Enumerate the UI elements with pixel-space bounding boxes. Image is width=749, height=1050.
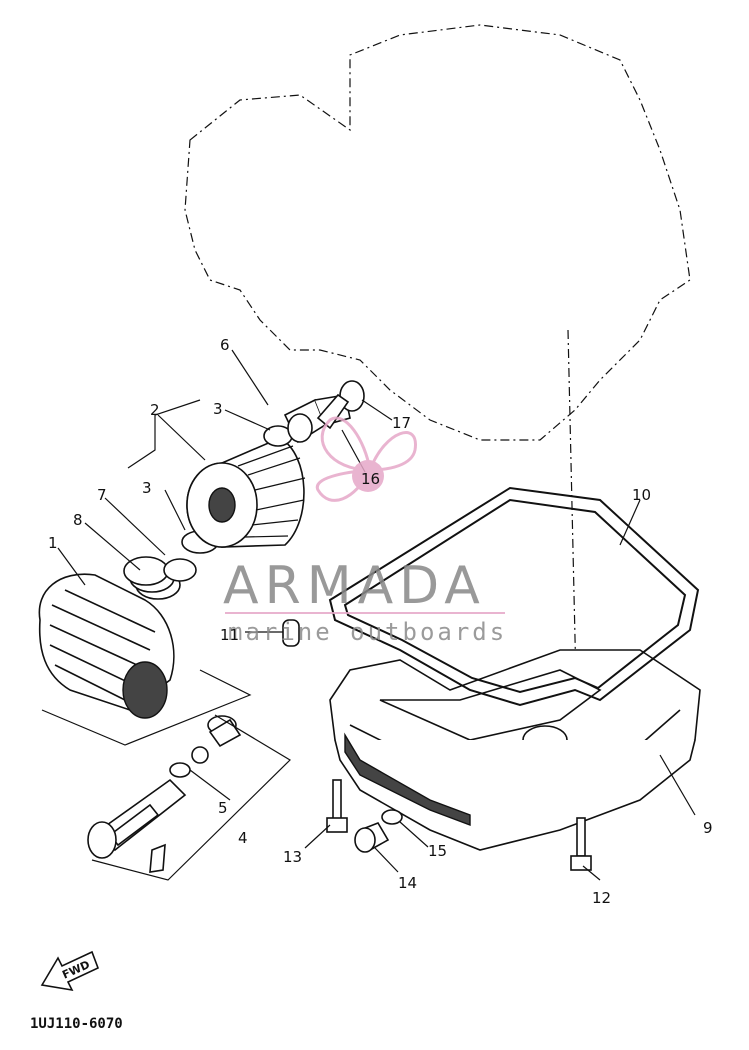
callout-9: 9 [703,819,713,837]
part-15-washer [381,809,403,825]
callout-6: 6 [220,336,230,354]
part-4-strainer [87,715,242,873]
callout-2: 2 [150,401,160,419]
part-7-washer [163,558,197,582]
part-1-filter-cover [38,573,175,719]
diagram-code: 1UJ110-6070 [30,1016,123,1032]
propeller-logo [315,416,417,502]
leader-lines [41,349,696,881]
part-9-oil-pan [329,649,701,851]
callout-8: 8 [73,511,83,529]
callout-3-upper: 3 [213,400,223,418]
callout-15: 15 [428,842,447,860]
engine-phantom-outline [184,24,691,441]
watermark-tagline: marine outboards [228,618,507,646]
callout-5: 5 [218,799,228,817]
watermark-brand: ARMADA [223,556,486,616]
part-14-drain-plug [354,822,390,853]
part-12-bolt [570,817,592,871]
part-10-gasket [328,486,700,707]
callout-14: 14 [398,874,417,892]
part-13-bolt [326,779,348,833]
fwd-arrow-icon: FWD [40,950,100,992]
part-11-dowel [282,619,300,647]
callout-16: 16 [361,470,380,488]
part-2-oil-filter [186,437,306,548]
callout-1: 1 [48,534,58,552]
callout-11: 11 [220,626,239,644]
callout-12: 12 [592,889,611,907]
callout-7: 7 [97,486,107,504]
callout-10: 10 [632,486,651,504]
callout-4: 4 [238,829,248,847]
callout-3-lower: 3 [142,479,152,497]
watermark: ARMADA marine outboards [223,416,507,646]
callout-13: 13 [283,848,302,866]
callout-labels: 1 2 3 3 4 5 6 7 8 9 10 11 12 13 14 15 16… [48,336,713,907]
callout-17: 17 [392,414,411,432]
